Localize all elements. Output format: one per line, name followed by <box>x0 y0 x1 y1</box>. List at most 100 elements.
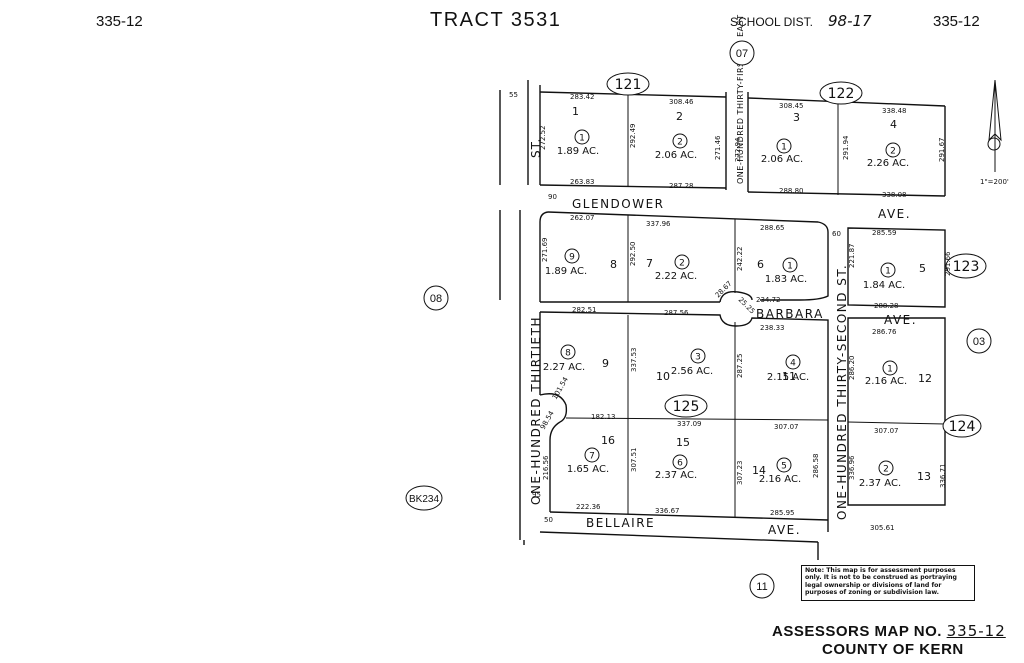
dimension-label: 95 <box>532 491 541 499</box>
dimension-label: 308.45 <box>779 102 804 110</box>
parcel-circle <box>564 248 580 264</box>
dimension-label: 90 <box>548 193 557 201</box>
school-district-label: SCHOOL DIST. <box>730 15 813 29</box>
lot-acreage: 2.37 AC. <box>655 470 697 481</box>
dimension-label: 286.20 <box>848 356 856 381</box>
lot-acreage: 2.16 AC. <box>759 474 801 485</box>
lot-number: 11 <box>782 370 796 383</box>
svg-text:124: 124 <box>949 419 976 435</box>
street-one-hundred-thirty-first: ONE-HUNDRED THIRTY-FIRST ST. EAST <box>736 14 745 184</box>
dimension-label: 272.94 <box>734 137 742 162</box>
dimension-label: 292.50 <box>629 242 637 267</box>
dimension-label: 25.25 <box>737 296 757 316</box>
street-glendower: GLENDOWER <box>572 197 665 211</box>
dimension-label: 286.58 <box>812 454 820 479</box>
parcel-circle <box>584 447 600 463</box>
lot-acreage: 1.84 AC. <box>863 280 905 291</box>
dimension-label: 336.96 <box>848 455 856 480</box>
lot-acreage: 2.37 AC. <box>859 478 901 489</box>
dimension-label: 292.49 <box>629 124 637 149</box>
lot-number: 14 <box>752 464 766 477</box>
lot-number: 5 <box>919 262 926 275</box>
dimension-label: 50 <box>544 516 553 524</box>
lot-number: 4 <box>890 118 897 131</box>
street-one-hundred-thirtieth: ONE-HUNDRED THIRTIETH <box>529 316 543 505</box>
svg-text:BK234: BK234 <box>409 494 439 505</box>
parcel-circle <box>882 360 898 376</box>
parcel-number: 1 <box>579 134 585 144</box>
dimension-label: 287.28 <box>669 182 694 190</box>
parcel-circle <box>690 348 706 364</box>
parcel-number: 2 <box>890 147 896 157</box>
lot-acreage: 2.22 AC. <box>655 271 697 282</box>
map-ref-08: 08 <box>423 285 449 311</box>
dimension-label: 234.72 <box>756 296 781 304</box>
lot-number: 10 <box>656 370 670 383</box>
street-barbara: BARBARA <box>756 307 824 321</box>
dimension-label: 28.67 <box>714 280 734 300</box>
parcel-number: 1 <box>781 143 787 153</box>
page-number-right: 335-12 <box>933 13 980 30</box>
lot-acreage: 2.16 AC. <box>865 376 907 387</box>
tract-title: TRACT 3531 <box>430 9 561 31</box>
map-ref-11: 11 <box>749 573 775 599</box>
parcel-number: 8 <box>565 349 571 359</box>
lot-acreage: 2.56 AC. <box>671 366 713 377</box>
page-number-left: 335-12 <box>96 13 143 30</box>
lot-number: 8 <box>610 258 617 271</box>
dimension-label: 283.42 <box>570 93 595 101</box>
dimension-label: 337.09 <box>677 420 702 428</box>
lot-number: 16 <box>601 434 615 447</box>
dimension-label: 216.56 <box>542 455 550 480</box>
street-glendower-ave: AVE. <box>878 207 911 221</box>
map-ref-125: 125 <box>664 394 708 418</box>
parcel-number: 1 <box>787 262 793 272</box>
parcel-circle <box>885 142 901 158</box>
map-ref-121: 121 <box>606 72 650 96</box>
dimension-label: 291.67 <box>938 138 946 163</box>
lot-acreage: 1.89 AC. <box>545 266 587 277</box>
dimension-label: 337.53 <box>630 348 638 373</box>
lot-number: 6 <box>757 258 764 271</box>
parcel-circle <box>878 460 894 476</box>
map-ref-122: 122 <box>819 81 863 105</box>
map-scale: 1"=200' <box>980 178 1009 186</box>
lot-acreage: 1.89 AC. <box>557 146 599 157</box>
dimension-label: 291.94 <box>842 135 850 160</box>
street-one-hundred-thirty-second: ONE-HUNDRED THIRTY-SECOND ST. <box>835 264 849 520</box>
parcel-number: 2 <box>679 259 685 269</box>
parcel-number: 9 <box>569 253 575 263</box>
svg-text:122: 122 <box>828 86 855 102</box>
map-ref-07: 07 <box>729 40 755 66</box>
parcel-boundaries <box>499 80 946 560</box>
school-district-value: 98-17 <box>828 12 872 30</box>
svg-text:08: 08 <box>430 293 442 305</box>
dimension-label: 336.67 <box>655 507 680 515</box>
lot-number: 2 <box>676 110 683 123</box>
svg-text:125: 125 <box>673 399 700 415</box>
parcel-circle <box>574 129 590 145</box>
dimension-label: 271.69 <box>541 238 549 263</box>
lot-acreage: 1.83 AC. <box>765 274 807 285</box>
dimension-label: 222.36 <box>576 503 601 511</box>
assessors-map-label: ASSESSORS MAP NO. <box>772 623 942 640</box>
map-ref-03: 03 <box>966 328 992 354</box>
dimension-label: 238.33 <box>760 324 785 332</box>
parcel-circle <box>674 254 690 270</box>
parcel-circle <box>782 257 798 273</box>
dimension-label: 263.83 <box>570 178 595 186</box>
lot-acreage: 2.27 AC. <box>543 362 585 373</box>
county-label: COUNTY OF KERN <box>822 641 964 658</box>
lot-acreage: 2.15 AC. <box>767 372 809 383</box>
assessment-note: Note: This map is for assessment purpose… <box>801 565 975 601</box>
dimension-label: 307.07 <box>774 423 799 431</box>
parcel-circle <box>672 454 688 470</box>
dimension-label: 182.13 <box>591 413 616 421</box>
lot-labels: 111.89 AC.222.06 AC.312.06 AC.422.26 AC.… <box>543 105 932 489</box>
svg-text:07: 07 <box>736 48 748 60</box>
lot-acreage: 1.65 AC. <box>567 464 609 475</box>
assessors-map-number: 335-12 <box>946 622 1006 640</box>
dimension-label: 308.46 <box>669 98 694 106</box>
